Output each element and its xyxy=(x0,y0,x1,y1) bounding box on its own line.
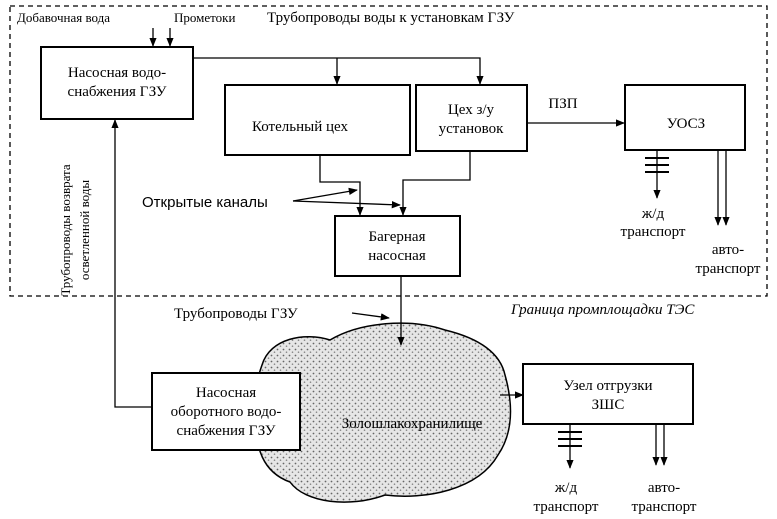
bager-label-2: насосная xyxy=(368,248,426,264)
recirc-pump-label-2: оборотного водо- xyxy=(171,404,282,420)
shipping-auto-label-2: транспорт xyxy=(632,499,697,515)
uosz-rail-label-2: транспорт xyxy=(621,224,686,240)
shipping-auto-label-1: авто- xyxy=(648,480,680,496)
return-pipes-label-2: осветленной воды xyxy=(77,180,92,280)
shipping-rail-label-2: транспорт xyxy=(534,499,599,515)
bager-label-1: Багерная xyxy=(369,229,426,245)
uosz-auto-label-2: транспорт xyxy=(696,261,761,277)
channel-from-ash-shop xyxy=(399,151,471,216)
pump-supply-box xyxy=(40,46,194,120)
channel-from-boiler xyxy=(319,155,364,216)
pzp-label: ПЗП xyxy=(548,96,577,112)
uosz-rail-label-1: ж/д xyxy=(641,206,665,222)
leakages-label: Прометоки xyxy=(174,10,235,25)
ash-storage-area xyxy=(253,322,512,503)
shipping-node-label-2: ЗШС xyxy=(592,397,625,413)
return-water-line xyxy=(111,119,152,408)
ash-shop-label-1: Цех з/у xyxy=(448,102,495,118)
boiler-shop-box xyxy=(224,84,411,156)
plant-boundary-label: Граница промплощадки ТЭС xyxy=(510,302,695,318)
pipelines-to-gzu-label: Трубопроводы воды к установкам ГЗУ xyxy=(267,10,515,26)
plant-boundary xyxy=(9,5,768,297)
uosz-box xyxy=(624,84,746,151)
uosz-auto-label-1: авто- xyxy=(712,242,744,258)
boiler-shop-label: Котельный цех xyxy=(252,119,348,135)
supply-distribution-line xyxy=(193,57,484,85)
gzu-pipelines-label: Трубопроводы ГЗУ xyxy=(174,306,298,322)
open-channels-label: Открытые каналы xyxy=(142,194,268,211)
recirc-pump-label-3: снабжения ГЗУ xyxy=(177,423,276,439)
shipping-node-box xyxy=(522,363,694,425)
gzu-pipelines-pointer xyxy=(351,312,390,321)
shipping-rail-label-1: ж/д xyxy=(554,480,578,496)
pump-supply-label-1: Насосная водо- xyxy=(68,65,166,81)
ash-shop-label-2: установок xyxy=(439,121,505,137)
open-channels-pointer-1 xyxy=(292,187,358,202)
ash-shop-box xyxy=(415,84,528,152)
ash-storage-label: Золошлакохранилище xyxy=(342,416,483,432)
make-up-water-label: Добавочная вода xyxy=(17,10,110,25)
bager-pump-box xyxy=(334,215,461,277)
return-pipes-label-1: Трубопроводы возврата xyxy=(58,164,73,296)
pump-supply-label-2: снабжения ГЗУ xyxy=(68,84,167,100)
uosz-label: УОСЗ xyxy=(667,116,705,132)
recirc-pump-box xyxy=(151,372,301,451)
recirc-pump-label-1: Насосная xyxy=(196,385,256,401)
shipping-node-label-1: Узел отгрузки xyxy=(563,378,652,394)
open-channels-pointer-2 xyxy=(292,200,401,209)
